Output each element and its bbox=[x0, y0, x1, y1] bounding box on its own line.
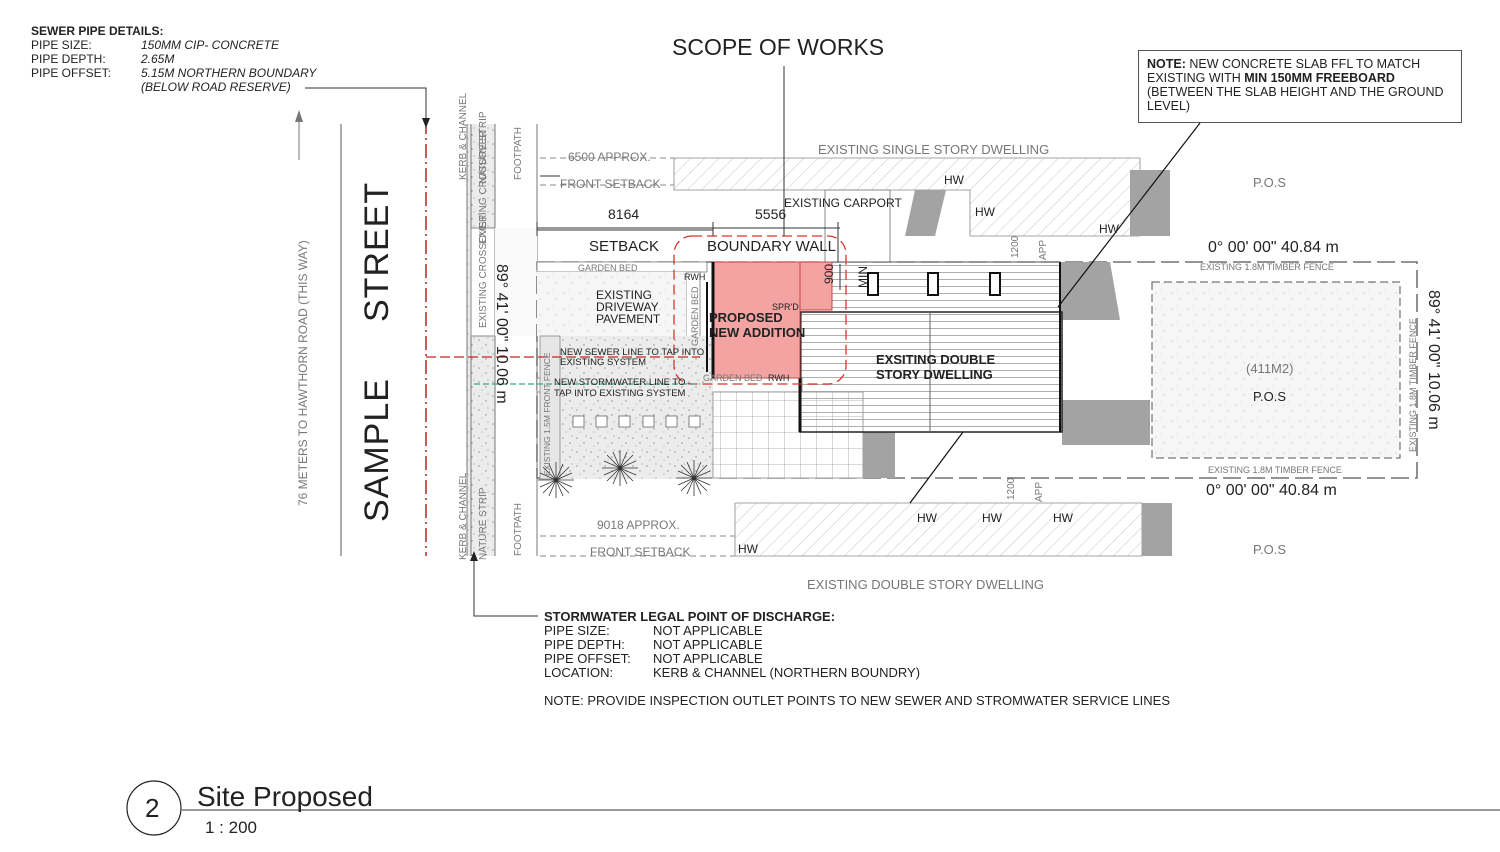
bearing-label: 0° 00' 00" 40.84 m bbox=[1208, 239, 1339, 256]
drawing-scale: 1 : 200 bbox=[205, 818, 257, 837]
fence-label: EXISTING 1.8M TIMBER FENCE bbox=[1408, 318, 1418, 452]
note-line: LEVEL) bbox=[1147, 99, 1191, 113]
dimension-label: 1200 bbox=[1006, 477, 1017, 500]
stormwater-row-value: KERB & CHANNEL (NORTHERN BOUNDRY) bbox=[653, 665, 921, 680]
note-line: NEW CONCRETE SLAB FFL TO MATCH bbox=[1185, 57, 1421, 71]
hw-label: HW bbox=[1099, 222, 1119, 236]
hw-label: HW bbox=[944, 173, 964, 187]
footpath-label: FOOTPATH bbox=[513, 503, 524, 556]
nature-strip bbox=[467, 124, 495, 556]
kerb-label: KERB & CHANNEL bbox=[458, 472, 469, 560]
hw-label: HW bbox=[738, 542, 758, 556]
stormwater-line-label: TAP INTO EXISTING SYSTEM bbox=[554, 388, 686, 399]
proposed-addition-label: NEW ADDITION bbox=[709, 325, 806, 340]
dimension-label: 900 bbox=[822, 263, 836, 284]
dimension-label: 8164 bbox=[608, 206, 640, 222]
stormwater-row-value: NOT APPLICABLE bbox=[653, 623, 763, 638]
rwh-label: RWH bbox=[684, 272, 706, 282]
fence-label: EXISTING 1.8M TIMBER FENCE bbox=[1200, 262, 1334, 272]
driveway-label: DRIVEWAY bbox=[596, 300, 659, 314]
existing-dwelling-label: EXSITING DOUBLE bbox=[876, 352, 996, 367]
setback-label: SETBACK bbox=[589, 238, 660, 255]
crossover-label: EXISTING CROSSOVER bbox=[478, 214, 489, 328]
front-fence-label: EXISTING 1.5M FRONT FENCE bbox=[542, 352, 552, 476]
stormwater-line-label: NEW STORMWATER LINE TO bbox=[554, 377, 686, 388]
kerb-label: KERB & CHANNEL bbox=[458, 92, 469, 180]
rwh-label: RWH bbox=[768, 373, 790, 383]
dimension-label: 6500 APPROX. bbox=[568, 150, 651, 164]
dimension-label: 9018 APPROX. bbox=[597, 518, 680, 532]
driveway-label: EXISTING bbox=[596, 288, 653, 302]
bearing-label: 89° 41' 00" 10.06 m bbox=[1425, 290, 1442, 430]
approx-label: APP bbox=[1038, 239, 1049, 260]
hw-label: HW bbox=[1053, 511, 1073, 525]
dimension-label: 5556 bbox=[755, 206, 787, 222]
pos-label: P.O.S bbox=[1253, 542, 1287, 557]
scope-of-works-title: SCOPE OF WORKS bbox=[672, 34, 885, 60]
setback-label: FRONT SETBACK bbox=[590, 545, 691, 559]
sewer-line-label: NEW SEWER LINE TO TAP INTO bbox=[560, 347, 705, 358]
garden-bed-label: GARDEN BED bbox=[703, 373, 763, 383]
pos-label: P.O.S bbox=[1253, 389, 1287, 404]
freeboard-note: NOTE: NEW CONCRETE SLAB FFL TO MATCH EXI… bbox=[1138, 50, 1462, 123]
sewer-row-label: PIPE OFFSET: bbox=[31, 66, 112, 80]
direction-label: 76 METERS TO HAWTHORN ROAD (THIS WAY) bbox=[296, 240, 310, 506]
sewer-line-label: EXISTING SYSTEM bbox=[560, 357, 647, 368]
min-label: MIN bbox=[856, 266, 870, 288]
footpath-label: FOOTPATH bbox=[513, 127, 524, 180]
stormwater-row-label: PIPE DEPTH: bbox=[544, 637, 625, 652]
carport-label: EXISTING CARPORT bbox=[784, 196, 902, 210]
note-line: EXISTING WITH bbox=[1147, 71, 1245, 85]
approx-label: APP bbox=[1034, 481, 1045, 502]
sewer-row-label: PIPE SIZE: bbox=[31, 38, 92, 52]
pos-label: P.O.S bbox=[1253, 175, 1287, 190]
stormwater-row-label: PIPE SIZE: bbox=[544, 623, 610, 638]
inspection-note: NOTE: PROVIDE INSPECTION OUTLET POINTS T… bbox=[544, 693, 1171, 708]
note-line: (BETWEEN THE SLAB HEIGHT AND THE GROUND bbox=[1147, 85, 1444, 99]
stormwater-row-label: LOCATION: bbox=[544, 665, 614, 680]
sprd-label: SPR'D bbox=[772, 302, 799, 312]
fence-label: EXISTING 1.8M TIMBER FENCE bbox=[1208, 465, 1342, 475]
stormwater-heading: STORMWATER LEGAL POINT OF DISCHARGE: bbox=[544, 609, 836, 624]
stormwater-row-value: NOT APPLICABLE bbox=[653, 637, 763, 652]
bearing-label: 0° 00' 00" 40.84 m bbox=[1206, 482, 1337, 499]
setback-label: FRONT SETBACK bbox=[560, 177, 661, 191]
garden-bed-label: GARDEN BED bbox=[578, 263, 638, 273]
note-emphasis: MIN 150MM FREEBOARD bbox=[1244, 71, 1395, 85]
nature-strip-label: NATURE STRIP bbox=[478, 487, 489, 560]
proposed-addition-label: PROPOSED bbox=[709, 310, 783, 325]
area-label: (411M2) bbox=[1246, 361, 1294, 376]
dimension-label: 1200 bbox=[1010, 235, 1021, 258]
garden-bed-label: GARDEN BED bbox=[690, 286, 700, 346]
note-prefix: NOTE: bbox=[1147, 57, 1186, 71]
sewer-row-value: 150MM CIP- CONCRETE bbox=[141, 38, 280, 52]
neighbour-label: EXISTING SINGLE STORY DWELLING bbox=[818, 142, 1050, 157]
sewer-details-heading: SEWER PIPE DETAILS: bbox=[31, 24, 164, 38]
hw-label: HW bbox=[917, 511, 937, 525]
boundary-wall-label: BOUNDARY WALL bbox=[707, 238, 836, 255]
hw-label: HW bbox=[975, 205, 995, 219]
street-name-word: STREET bbox=[358, 181, 396, 322]
sewer-row-label: PIPE DEPTH: bbox=[31, 52, 106, 66]
driveway-label: PAVEMENT bbox=[596, 312, 661, 326]
street-name-word: SAMPLE bbox=[358, 378, 396, 522]
neighbour-label: EXISTING DOUBLE STORY DWELLING bbox=[807, 577, 1044, 592]
sewer-row-extra: (BELOW ROAD RESERVE) bbox=[141, 80, 291, 94]
stormwater-row-value: NOT APPLICABLE bbox=[653, 651, 763, 666]
drawing-title: Site Proposed bbox=[197, 781, 373, 812]
hw-label: HW bbox=[982, 511, 1002, 525]
sewer-row-value: 5.15M NORTHERN BOUNDARY bbox=[141, 66, 317, 80]
bearing-label: 89° 41' 00" 10.06 m bbox=[493, 264, 510, 404]
existing-dwelling-label: STORY DWELLING bbox=[876, 367, 993, 382]
sewer-row-value: 2.65M bbox=[141, 52, 175, 66]
drawing-number: 2 bbox=[145, 793, 160, 823]
stormwater-row-label: PIPE OFFSET: bbox=[544, 651, 631, 666]
